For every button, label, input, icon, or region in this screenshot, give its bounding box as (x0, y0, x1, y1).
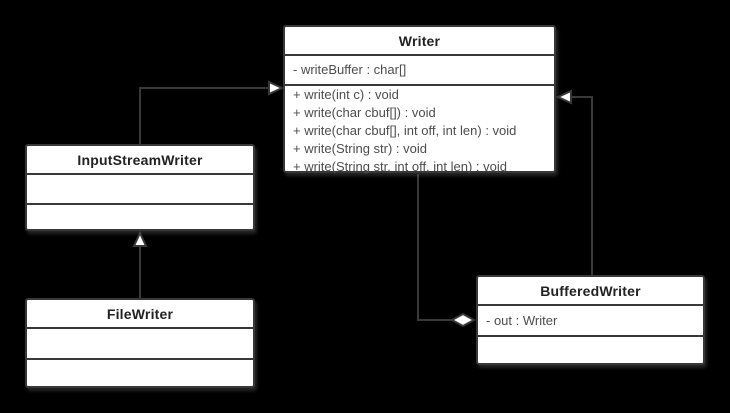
generalization-arrow-inputstreamwriter-to-writer (139, 80, 285, 145)
hollow-triangle-arrowhead (132, 230, 148, 247)
method-line: + write(char cbuf[], int off, int len) :… (293, 123, 517, 138)
attribute-line: - out : Writer (486, 312, 558, 328)
method-line: + write(char cbuf[]) : void (293, 105, 436, 120)
attributes-section-writer: - writeBuffer : char[] (285, 54, 554, 84)
hollow-triangle-arrowhead (555, 89, 572, 105)
class-box-bufferedwriter: BufferedWriter - out : Writer (476, 275, 705, 365)
hollow-diamond-aggregation (449, 312, 477, 328)
method-line: + write(int c) : void (293, 87, 399, 102)
hollow-triangle-arrowhead (268, 80, 285, 96)
aggregation-connector-writer-to-bufferedwriter (417, 174, 477, 328)
class-title-filewriter: FileWriter (106, 305, 174, 322)
attributes-section-bufferedwriter: - out : Writer (478, 304, 703, 335)
attributes-section-inputstreamwriter (27, 173, 253, 203)
class-title-inputstreamwriter: InputStreamWriter (77, 151, 203, 168)
attribute-line: - writeBuffer : char[] (293, 62, 407, 77)
method-line: + write(String str, int off, int len) : … (293, 159, 507, 174)
class-title-writer: Writer (398, 32, 441, 49)
class-box-filewriter: FileWriter (25, 298, 255, 388)
class-title-bufferedwriter: BufferedWriter (540, 282, 641, 299)
methods-section-writer: + write(int c) : void + write(char cbuf[… (285, 84, 554, 176)
class-box-writer: Writer - writeBuffer : char[] + write(in… (283, 25, 556, 176)
generalization-arrow-bufferedwriter-to-writer (555, 89, 593, 276)
method-line: + write(String str) : void (293, 141, 428, 156)
attributes-section-filewriter (27, 327, 253, 358)
generalization-arrow-filewriter-to-inputstreamwriter (132, 230, 148, 299)
class-box-inputstreamwriter: InputStreamWriter (25, 144, 255, 231)
methods-section-bufferedwriter (478, 335, 703, 363)
methods-section-inputstreamwriter (27, 203, 253, 229)
methods-section-filewriter (27, 358, 253, 386)
